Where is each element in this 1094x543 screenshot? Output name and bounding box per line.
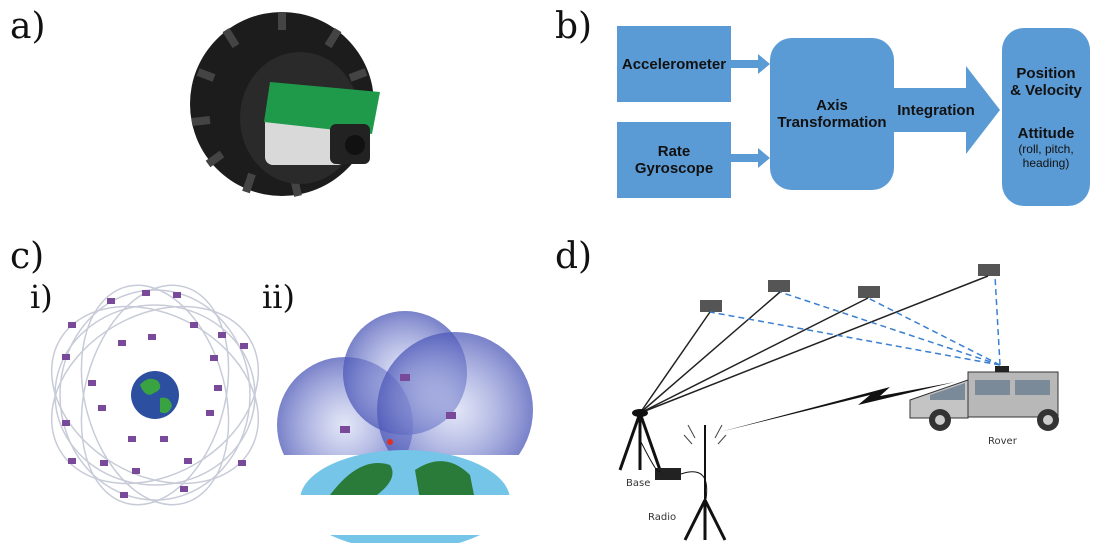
- panel-label-d: d): [555, 236, 593, 277]
- panel-label-c: c): [10, 236, 45, 277]
- attitude-label: Attitude: [1017, 124, 1075, 142]
- integration-label-wrap: Integration: [897, 96, 975, 124]
- sub-label-i: i): [30, 278, 53, 316]
- receiver-position-dot: [387, 439, 393, 445]
- rate-gyroscope-label: Rate Gyroscope: [634, 143, 714, 177]
- base-label: Base: [626, 478, 651, 489]
- axis-transformation-box: Axis Transformation: [770, 38, 894, 190]
- position-label-1: Position: [1016, 64, 1076, 82]
- position-label-2: & Velocity: [1010, 81, 1082, 99]
- integration-label: Integration: [897, 101, 975, 119]
- integration-arrow: [894, 66, 1000, 154]
- axis-transformation-label-1: Axis: [816, 97, 848, 114]
- accelerometer-arrow: [731, 54, 770, 74]
- signal-sphere-right: [377, 332, 533, 488]
- radio-label: Radio: [648, 512, 677, 523]
- panel-label-a: a): [10, 6, 46, 47]
- output-box: Position & Velocity Attitude (roll, pitc…: [1002, 28, 1090, 206]
- accelerometer-label: Accelerometer: [621, 55, 727, 73]
- rover-truck-icon: [909, 366, 1059, 431]
- attitude-detail-label-1: (roll, pitch,: [1018, 141, 1074, 156]
- axis-transformation-label-2: Transformation: [777, 114, 887, 131]
- attitude-detail-label-2: heading): [1022, 155, 1070, 170]
- panel-label-b: b): [555, 6, 593, 47]
- gyroscope-arrow: [731, 148, 770, 168]
- rover-label: Rover: [988, 436, 1017, 447]
- accelerometer-box: Accelerometer: [617, 26, 731, 102]
- sub-label-ii: ii): [262, 278, 295, 316]
- rate-gyroscope-box: Rate Gyroscope: [617, 122, 731, 198]
